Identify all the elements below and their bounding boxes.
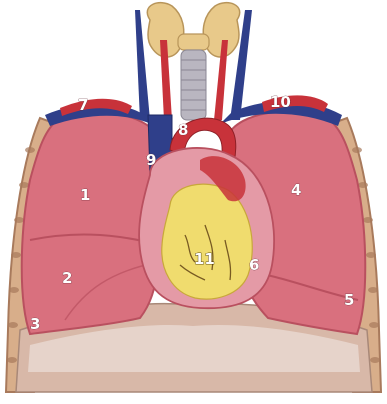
label-4: 4	[291, 181, 301, 199]
label-8: 8	[178, 121, 188, 139]
label-11: 11	[194, 250, 215, 268]
label-1: 1	[80, 186, 90, 204]
label-5: 5	[344, 291, 354, 309]
label-3: 3	[30, 315, 40, 333]
label-10: 10	[270, 93, 291, 111]
label-9: 9	[146, 151, 156, 169]
trachea	[181, 50, 206, 120]
label-7: 7	[78, 96, 88, 114]
label-2: 2	[62, 269, 72, 287]
label-6: 6	[249, 256, 259, 274]
